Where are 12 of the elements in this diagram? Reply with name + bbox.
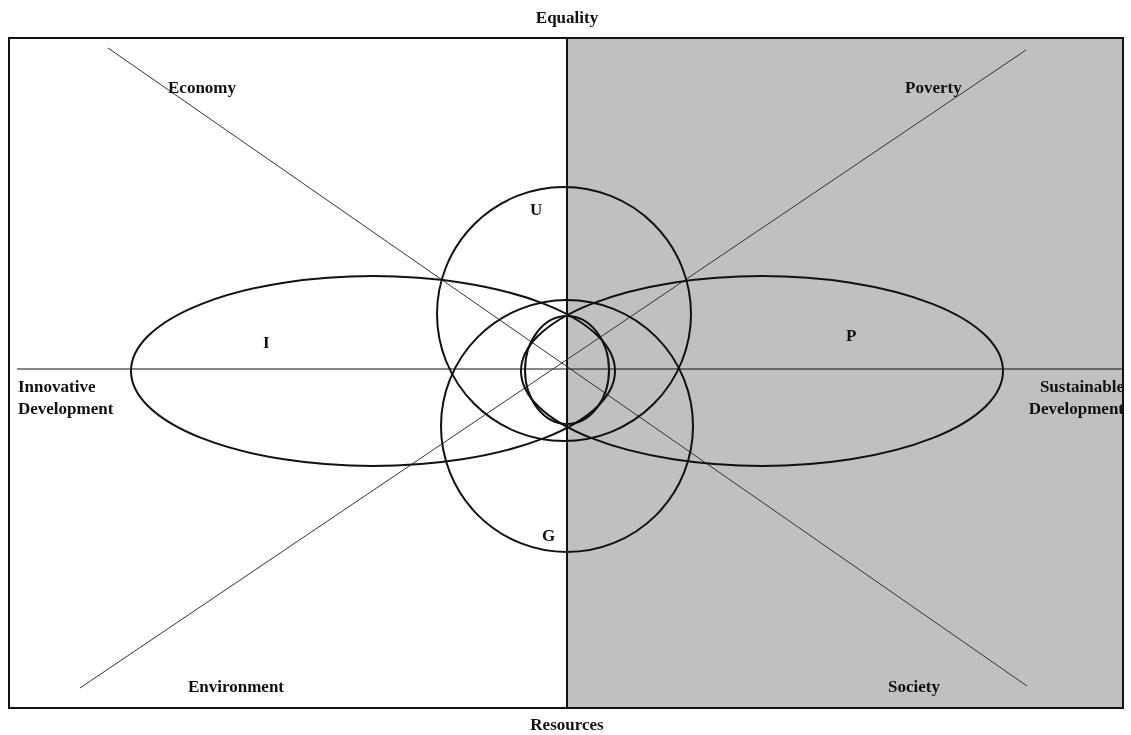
- axis-label: Equality: [534, 7, 600, 29]
- axis-label: Sustainable Development: [1027, 376, 1124, 420]
- quadrant-label: Society: [888, 676, 941, 698]
- region-letter: U: [530, 199, 543, 221]
- quadrant-label: Economy: [168, 77, 237, 99]
- axis-label: Innovative Development: [18, 376, 115, 420]
- quadrant-label: Poverty: [905, 77, 963, 99]
- region-letter: I: [263, 332, 270, 354]
- region-letter: G: [542, 525, 556, 547]
- region-letter: P: [846, 325, 857, 347]
- quadrant-label: Environment: [188, 676, 286, 698]
- axis-label: Resources: [529, 714, 605, 735]
